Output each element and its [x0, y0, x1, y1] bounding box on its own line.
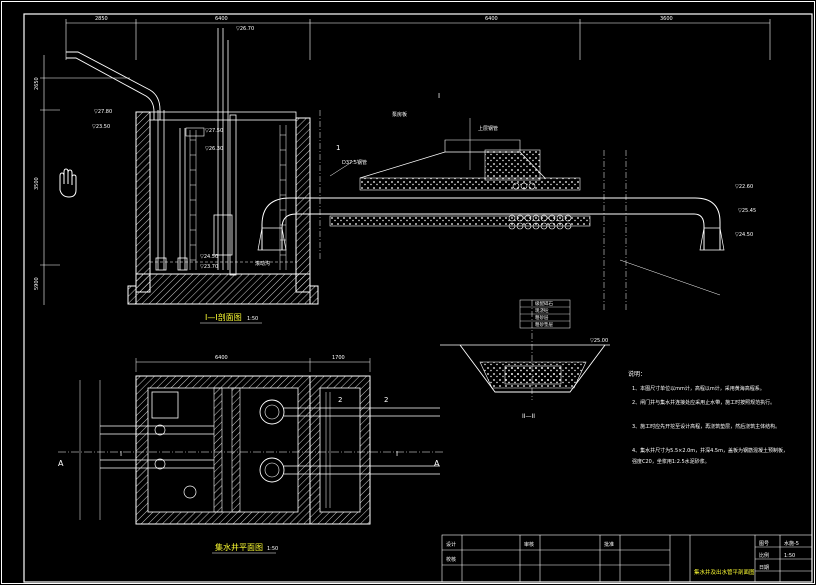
trench-label-3: 粗砂层: [535, 314, 549, 321]
elev-right-3: ▽24.50: [735, 232, 753, 238]
dim-top-4: 3600: [660, 16, 673, 22]
tb-cell-design: 设计: [446, 541, 456, 548]
plan-scale: 1:50: [267, 546, 278, 552]
elev-label-7: ▽23.50: [92, 124, 110, 130]
label-pump-board: 泵房板: [392, 111, 407, 118]
trench-title: II—II: [522, 413, 535, 420]
trench-label-1: 级配碎石: [535, 300, 553, 307]
plan-view: [58, 358, 445, 525]
trench-label-4: 粗砂垫层: [535, 321, 553, 328]
plan-dim-1: 6400: [215, 355, 228, 361]
plan-marker-i-left: I: [120, 450, 122, 458]
elev-label-1: ▽26.70: [236, 26, 254, 32]
trench-elevation: ▽25.00: [590, 338, 608, 344]
hand-cursor-icon: [59, 168, 77, 198]
note-3: 3、施工时应先开挖至设计高程，再浇筑垫层，然后浇筑主体结构。: [632, 423, 780, 430]
section-mark-1: 1: [336, 144, 340, 152]
tb-scale-label: 比例: [759, 552, 769, 559]
notes-heading: 说明：: [628, 370, 646, 378]
left-dim-3: 5900: [34, 277, 40, 290]
tb-cell-review: 审核: [524, 541, 534, 548]
tb-date-label: 日期: [759, 565, 769, 571]
plan-marker-a-right: A: [434, 459, 440, 468]
plan-marker-2-left: 2: [338, 396, 342, 404]
note-2: 2、闸门井与集水井连接处应采用止水带，施工时按照规范执行。: [632, 399, 775, 406]
tb-number-label: 图号: [759, 541, 769, 547]
title-block: [441, 534, 813, 583]
top-dimension-line: [65, 19, 771, 60]
dim-top-1: 2850: [95, 16, 108, 22]
inner-frame: [23, 13, 813, 583]
trench-label-2: 现浇砼: [535, 307, 549, 314]
note-5: 强度C20，坐浆用1:2.5水泥砂浆。: [632, 458, 710, 465]
label-channel: 滚动沟: [255, 260, 270, 267]
section-well: [66, 28, 319, 305]
trench-section: [440, 299, 610, 400]
label-upper-pipe: 上层钢管: [478, 125, 498, 132]
plan-dim-2: 1700: [332, 355, 345, 361]
tb-drawing-name: 集水井及出水管平剖面图: [694, 568, 755, 576]
plan-title: 集水井平面图: [215, 542, 263, 552]
cut-marker-top: I: [438, 92, 440, 100]
dim-top-2: 6400: [215, 16, 228, 22]
left-dimension-line: [40, 55, 130, 305]
elev-label-4: ▽26.30: [205, 146, 223, 152]
left-dim-2: 3500: [34, 177, 40, 190]
elev-label-6: ▽23.70: [200, 264, 218, 270]
elev-label-3: ▽27.50: [205, 128, 223, 134]
notes-block: 说明： 1、本图尺寸单位以mm计，高程以m计，采用黄海高程系。 2、闸门井与集水…: [628, 370, 788, 465]
label-steel-pipe: D37.5钢管: [342, 159, 367, 166]
plan-marker-2-right: 2: [384, 396, 388, 404]
tb-number: 水施-5: [784, 540, 799, 547]
elev-label-5: ▽24.50: [200, 254, 218, 260]
left-dim-1: 2650: [34, 77, 40, 90]
plan-marker-a-left: A: [58, 459, 64, 468]
elev-right-2: ▽25.45: [738, 208, 756, 214]
note-1: 1、本图尺寸单位以mm计，高程以m计，采用黄海高程系。: [632, 385, 765, 392]
tb-cell-approve: 批准: [604, 541, 614, 548]
elev-right-1: ▽22.60: [735, 184, 753, 190]
plan-marker-i-right: I: [396, 450, 398, 458]
note-4: 4、集水井尺寸为5.5×2.0m，井深4.5m，盖板为钢筋混凝土预制板，: [632, 447, 788, 454]
elev-label-2: ▽27.80: [94, 109, 112, 115]
section-title: I—I剖面图: [205, 312, 242, 322]
tb-scale-value: 1:50: [784, 553, 795, 559]
outlet-pipeline: [257, 110, 725, 310]
tb-cell-check: 校核: [446, 556, 456, 563]
section-scale: 1:50: [247, 316, 258, 322]
dim-top-3: 6400: [485, 16, 498, 22]
